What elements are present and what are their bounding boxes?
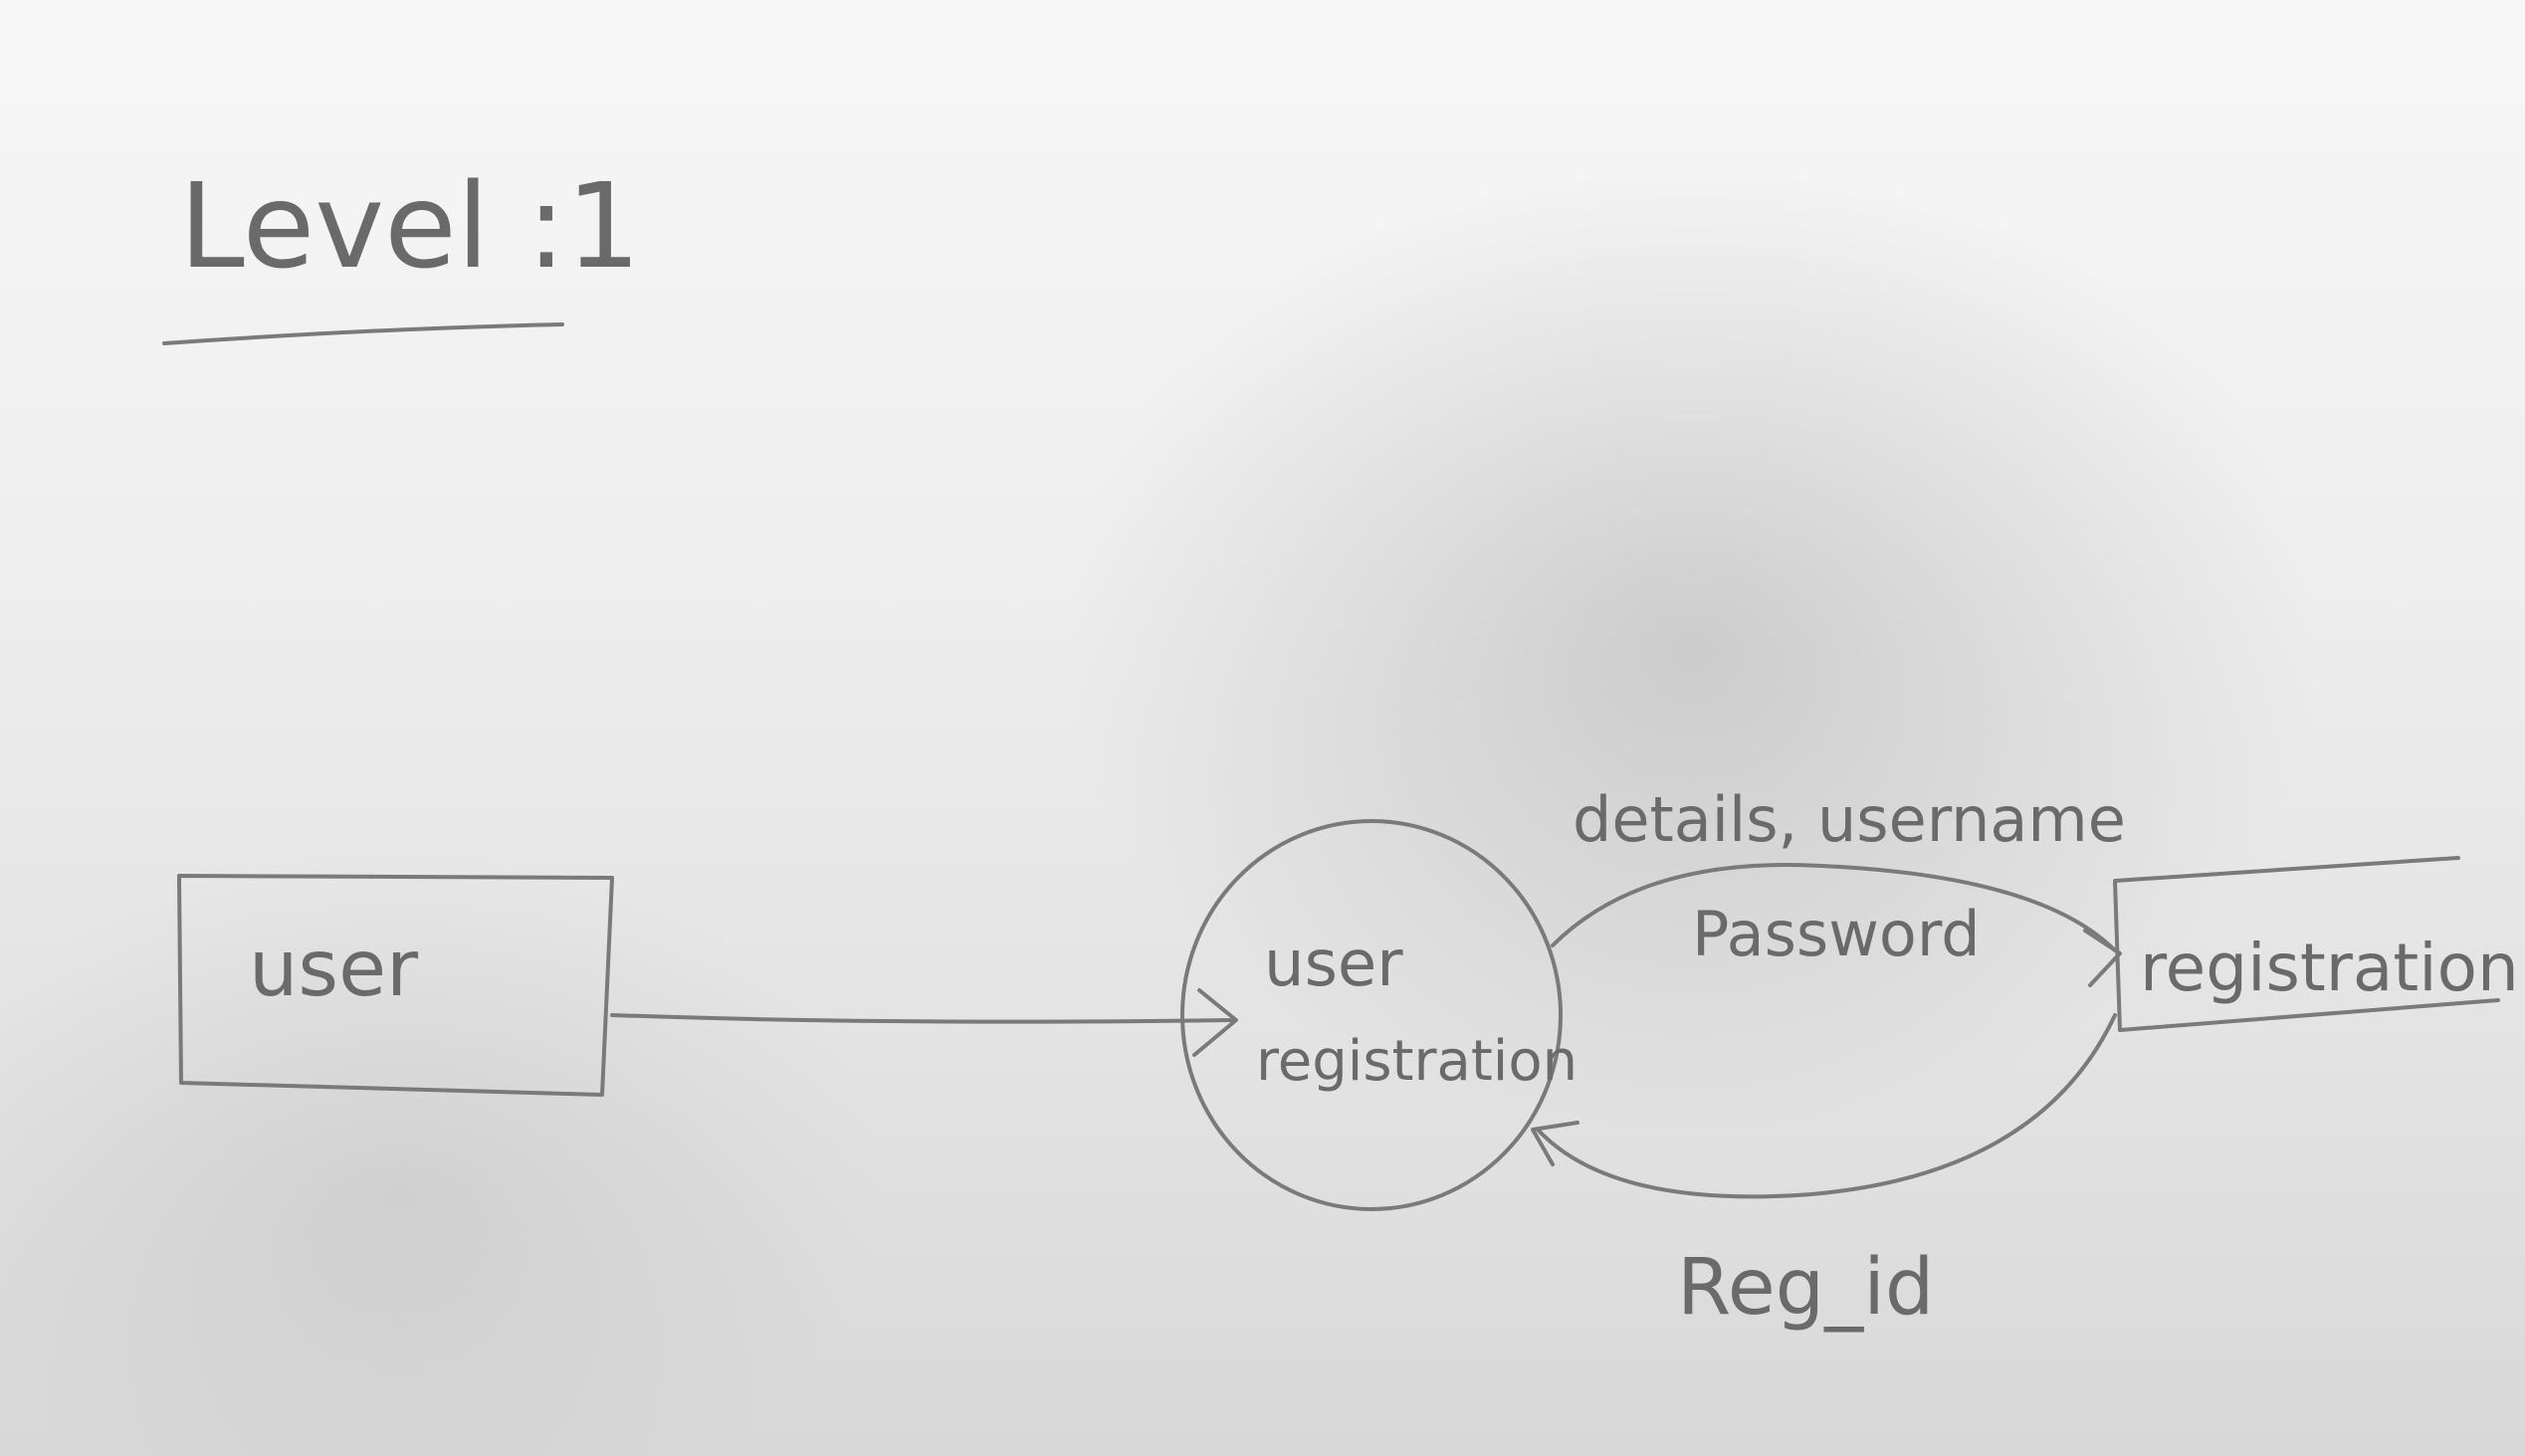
process-label-line1: user [1264,928,1403,1001]
process-circle [1180,819,1563,1211]
flow-store-to-process-arrowhead [1531,1121,1579,1166]
entity-user-label: user [249,925,419,1014]
flow-process-to-store-arrowhead [2083,929,2122,987]
flow-process-to-store [1551,863,2117,952]
flow-password-label: Password [1692,898,1981,970]
diagram-title: Level :1 [179,157,641,295]
entity-registration-label: registration [2140,930,2519,1006]
flow-user-to-process-arrowhead [1192,988,1238,1057]
flow-regid-label: Reg_id [1677,1243,1934,1333]
process-label-line2: registration [1256,1029,1578,1094]
entity-registration-box [2113,856,2500,1032]
entity-registration: registration [2113,856,2519,1032]
flow-user-to-process [610,1013,1236,1024]
entity-user: user [177,874,614,1097]
process-user-registration: user registration [1180,819,1578,1211]
flow-store-to-process [1536,1013,2117,1199]
entity-user-box [177,874,614,1097]
flow-details-label: details, username [1573,783,2126,856]
title-underline [162,322,564,345]
